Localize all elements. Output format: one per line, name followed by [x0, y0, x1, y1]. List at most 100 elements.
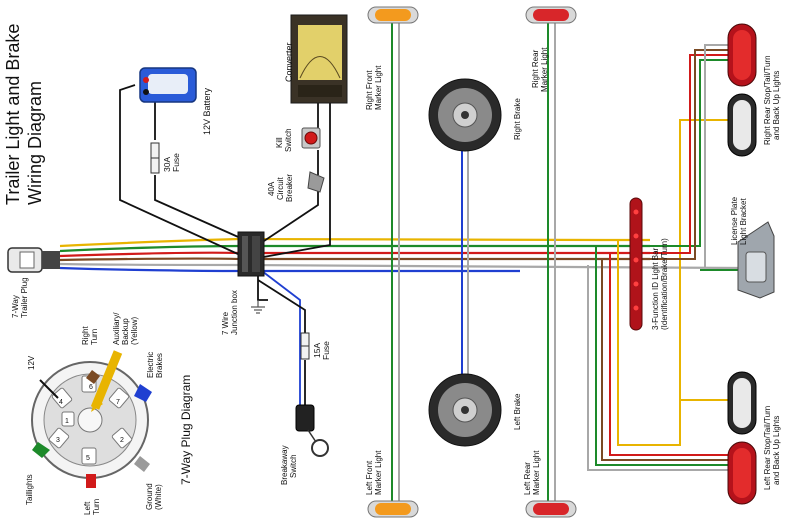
svg-text:License Plate: License Plate	[730, 196, 739, 245]
left-rear-marker: Left Rear Marker Light	[523, 450, 577, 518]
svg-text:(Identification/Brake/Turn): (Identification/Brake/Turn)	[660, 238, 669, 330]
right-front-marker: Right Front Marker Light	[365, 6, 419, 110]
junction-box: 7 Wire Junction box	[221, 231, 265, 335]
marker-lights: Right Front Marker Light Right Rear Mark…	[365, 6, 577, 518]
breakaway-switch-icon	[295, 404, 315, 432]
svg-text:7 Wire: 7 Wire	[221, 311, 230, 335]
yellow-pin-arrow	[90, 350, 123, 410]
svg-text:Trailer Plug: Trailer Plug	[20, 277, 29, 318]
svg-text:Junction box: Junction box	[230, 290, 239, 335]
svg-text:Turn: Turn	[92, 499, 101, 515]
svg-text:Marker Light: Marker Light	[540, 47, 549, 92]
svg-text:15A: 15A	[312, 343, 322, 358]
svg-text:Left Rear Stop/Tail/Turn: Left Rear Stop/Tail/Turn	[763, 406, 772, 490]
right-rear-stop-lights: Right Rear Stop/Tail/Turn and Back Up Li…	[727, 23, 781, 157]
ground-symbol	[251, 300, 265, 314]
marker-light-wires	[391, 20, 556, 505]
brown-pin-arrow	[86, 370, 100, 384]
svg-text:Fuse: Fuse	[321, 341, 331, 360]
svg-text:Right: Right	[81, 326, 90, 345]
breaker-icon	[307, 171, 325, 193]
blue-wire	[59, 266, 520, 273]
svg-text:40A: 40A	[267, 181, 276, 196]
title-line-1: Trailer Light and Brake	[3, 24, 23, 205]
svg-text:Fuse: Fuse	[171, 153, 181, 172]
brake-wires	[461, 150, 469, 380]
svg-text:Converter: Converter	[284, 42, 294, 82]
svg-text:Brakes: Brakes	[155, 353, 164, 378]
svg-text:Switch: Switch	[289, 454, 298, 478]
svg-text:(White): (White)	[154, 484, 163, 510]
svg-text:Right Brake: Right Brake	[513, 98, 522, 140]
svg-text:Right Front: Right Front	[365, 70, 374, 110]
svg-text:Breakaway: Breakaway	[280, 445, 289, 485]
svg-text:Taillights: Taillights	[25, 474, 34, 505]
svg-text:3: 3	[56, 437, 60, 444]
green-wire	[59, 244, 650, 253]
junction-box-icon	[237, 231, 265, 277]
fuse-30a: 30A Fuse	[150, 142, 181, 174]
svg-text:Breaker: Breaker	[285, 174, 294, 202]
svg-text:30A: 30A	[162, 157, 172, 172]
right-brake: Right Brake	[428, 78, 522, 152]
trailer-plug: 7-Way Trailer Plug	[7, 247, 60, 318]
svg-text:Circuit: Circuit	[276, 177, 285, 200]
red-wire	[59, 251, 650, 258]
license-plate-light: License Plate Light Bracket	[730, 196, 775, 299]
svg-text:Electric: Electric	[146, 352, 155, 378]
svg-text:Backup: Backup	[121, 318, 130, 345]
amber-lamp-icon	[375, 9, 411, 21]
svg-text:1: 1	[65, 418, 69, 425]
red-lamp-icon	[533, 503, 569, 515]
svg-text:6: 6	[89, 384, 93, 391]
red-pin-arrow	[86, 474, 96, 488]
green-pin-arrow	[32, 442, 50, 458]
left-brake: Left Brake	[428, 373, 522, 447]
svg-text:Kill: Kill	[275, 137, 284, 148]
white-wire	[59, 262, 741, 270]
svg-text:Marker Light: Marker Light	[374, 450, 383, 495]
title-line-2: Wiring Diagram	[25, 81, 45, 205]
svg-text:Marker Light: Marker Light	[374, 65, 383, 110]
svg-text:2: 2	[120, 437, 124, 444]
svg-text:12V: 12V	[27, 355, 36, 370]
diagram-title: Trailer Light and Brake Wiring Diagram	[3, 24, 45, 205]
plug-diagram-title: 7-Way Plug Diagram	[179, 375, 193, 485]
right-rear-marker: Right Rear Marker Light	[525, 6, 577, 92]
svg-text:Left Brake: Left Brake	[513, 393, 522, 430]
white-pin-arrow	[134, 456, 150, 472]
svg-text:Right Rear: Right Rear	[531, 49, 540, 88]
svg-text:Light Bracket: Light Bracket	[739, 198, 748, 245]
circuit-breaker-40a: 40A Circuit Breaker	[267, 171, 325, 202]
svg-text:and Back Up Lights: and Back Up Lights	[772, 416, 781, 485]
svg-text:12V Battery: 12V Battery	[202, 87, 212, 135]
svg-text:Marker Light: Marker Light	[532, 450, 541, 495]
svg-text:5: 5	[86, 455, 90, 462]
battery-component: 12V Battery	[139, 67, 212, 135]
svg-text:Left Front: Left Front	[365, 460, 374, 495]
switch-knob-icon	[304, 131, 318, 145]
svg-text:Left: Left	[83, 501, 92, 515]
svg-text:Left Rear: Left Rear	[523, 462, 532, 495]
id-light-bar: 3-Function ID Light Bar (Identification/…	[629, 197, 669, 331]
converter-component: Converter	[284, 14, 348, 104]
amber-lamp-icon	[375, 503, 411, 515]
svg-text:3-Function ID Light Bar: 3-Function ID Light Bar	[651, 247, 660, 330]
svg-text:7: 7	[116, 399, 120, 406]
kill-switch: Kill Switch	[275, 127, 321, 152]
svg-text:Turn: Turn	[90, 329, 99, 345]
left-rear-stop-lights: Left Rear Stop/Tail/Turn and Back Up Lig…	[727, 371, 781, 505]
left-front-marker: Left Front Marker Light	[365, 450, 419, 518]
svg-text:Switch: Switch	[284, 128, 293, 152]
id-light-bar-icon	[629, 197, 643, 331]
svg-text:and Back Up Lights: and Back Up Lights	[772, 71, 781, 140]
brown-wire	[59, 257, 650, 262]
svg-text:7-Way: 7-Way	[11, 295, 20, 318]
breakaway-switch: Breakaway Switch	[280, 404, 329, 485]
svg-text:4: 4	[59, 399, 63, 406]
svg-text:(Yellow): (Yellow)	[130, 317, 139, 345]
fuse-15a: 15A Fuse	[300, 332, 331, 360]
blue-pin-arrow	[134, 384, 152, 402]
